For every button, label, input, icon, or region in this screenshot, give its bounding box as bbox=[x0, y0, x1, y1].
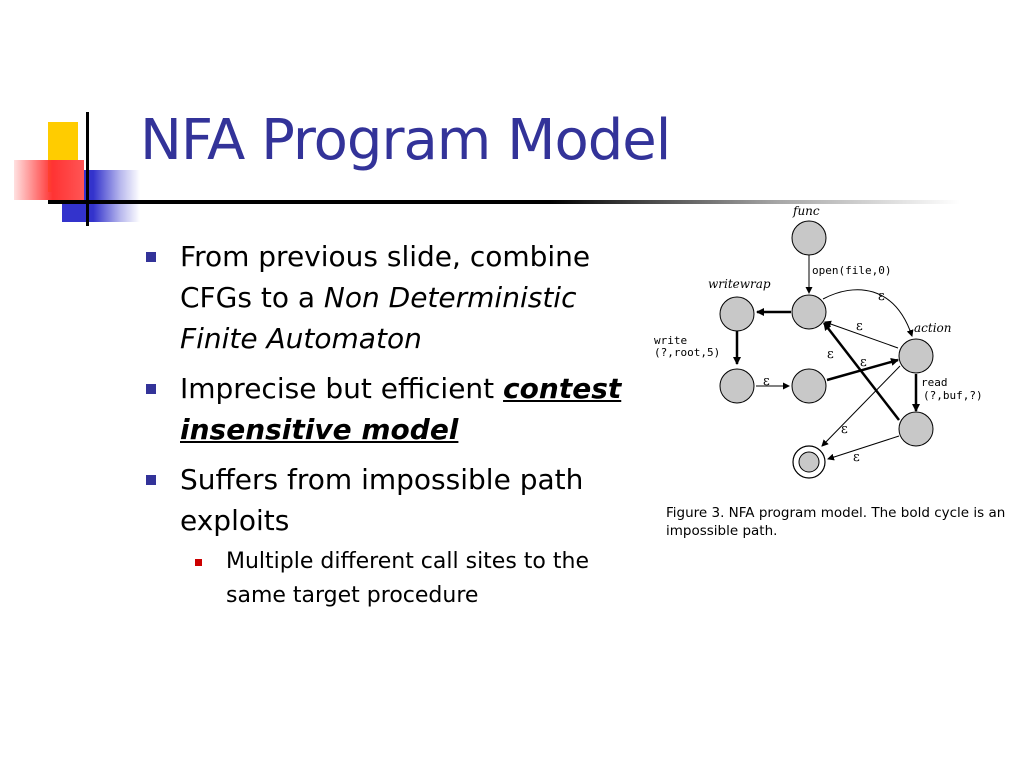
sub-bullet-square-icon bbox=[195, 559, 202, 566]
bullet-item: Suffers from impossible path exploits bbox=[142, 459, 632, 541]
bullet-square-icon bbox=[146, 252, 156, 262]
bullet-text: Suffers from impossible path exploits bbox=[180, 463, 584, 537]
node-a bbox=[791, 294, 827, 330]
bullet-square-icon bbox=[146, 384, 156, 394]
bullet-text: From previous slide, combine CFGs to a bbox=[180, 240, 591, 314]
label-write-2: (?,root,5) bbox=[654, 346, 720, 359]
bullet-text: Imprecise but efficient bbox=[180, 372, 504, 405]
node-r bbox=[898, 411, 934, 447]
epsilon-label: ε bbox=[827, 347, 834, 362]
node-final-inner bbox=[798, 451, 820, 473]
epsilon-label: ε bbox=[763, 374, 770, 389]
deco-vertical-line bbox=[86, 112, 89, 226]
nfa-diagram: func writewrap action open(file,0) write… bbox=[654, 204, 983, 479]
epsilon-label: ε bbox=[878, 289, 885, 304]
bullet-item: Imprecise but efficient contest insensit… bbox=[142, 368, 632, 450]
label-read-1: read bbox=[921, 376, 948, 389]
edge-bold-b-to-action bbox=[826, 358, 899, 382]
node-b bbox=[791, 368, 827, 404]
sub-bullet-text: Multiple different call sites to the sam… bbox=[226, 549, 589, 608]
label-open: open(file,0) bbox=[812, 264, 891, 277]
sub-bullet-item: Multiple different call sites to the sam… bbox=[142, 545, 632, 613]
epsilon-label: ε bbox=[853, 450, 860, 465]
deco-red-block bbox=[14, 160, 84, 200]
label-writewrap: writewrap bbox=[708, 277, 771, 291]
label-write-1: write bbox=[654, 334, 687, 347]
label-func: func bbox=[792, 204, 820, 218]
edge-bold-r-to-a bbox=[823, 322, 900, 421]
label-action: action bbox=[914, 321, 952, 335]
node-action bbox=[898, 338, 934, 374]
bullet-list: From previous slide, combine CFGs to a N… bbox=[142, 236, 632, 613]
epsilon-label: ε bbox=[841, 422, 848, 437]
edge-r-to-final bbox=[827, 435, 900, 461]
edge-action-to-a bbox=[824, 320, 899, 349]
bullet-item: From previous slide, combine CFGs to a N… bbox=[142, 236, 632, 359]
bullet-square-icon bbox=[146, 475, 156, 485]
edge-action-to-final bbox=[821, 365, 901, 447]
node-w2 bbox=[719, 368, 755, 404]
node-writewrap bbox=[719, 296, 755, 332]
label-read-2: (?,buf,?) bbox=[923, 389, 983, 402]
node-func bbox=[791, 220, 827, 256]
epsilon-label: ε bbox=[860, 355, 867, 370]
slide-title: NFA Program Model bbox=[140, 108, 671, 173]
bullet-italic-text: Non Deterministic Finite Automaton bbox=[180, 281, 577, 355]
title-underline bbox=[48, 200, 960, 204]
epsilon-label: ε bbox=[856, 319, 863, 334]
figure-caption: Figure 3. NFA program model. The bold cy… bbox=[666, 505, 1006, 539]
edge-a-to-action bbox=[822, 289, 914, 337]
bullet-emphasis-text: contest insensitive model bbox=[180, 372, 622, 446]
